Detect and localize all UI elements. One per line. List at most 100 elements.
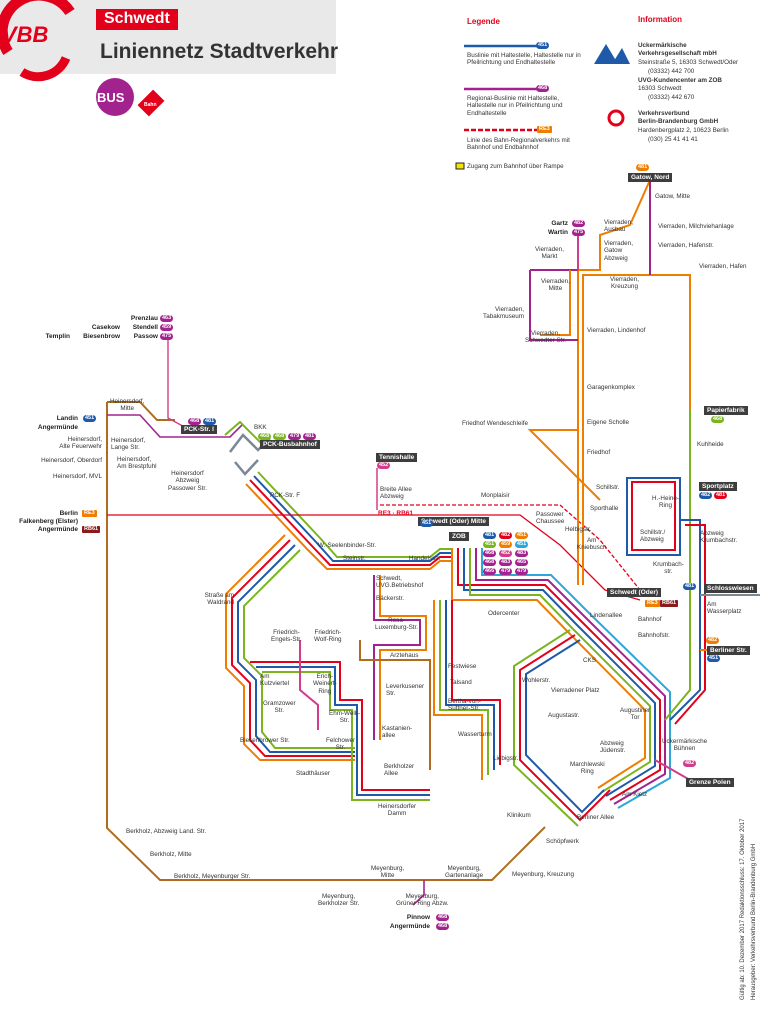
stop-label: Garagenkomplex (587, 384, 635, 391)
line-badge: 451 (83, 415, 97, 422)
stop-label: Berkholz, Abzweig Land. Str. (126, 828, 207, 835)
stop-label: Monplaisir (481, 492, 510, 499)
stop-label: Am Kulzviertel (260, 673, 290, 688)
line-badge: 482 (499, 532, 513, 539)
place-prenzlau: Prenzlau (130, 315, 158, 322)
stop-label: Bertha-von- Suttner-Str. (448, 698, 481, 713)
line-badge: 481 (714, 492, 728, 499)
line-badge: 452 (377, 462, 391, 469)
terminal-schwedt-mitte: Schwedt (Oder) Mitte (418, 517, 490, 526)
route-prenzlau (107, 414, 243, 438)
line-badge: 483 (499, 559, 513, 566)
stop-label: Straße am Waldrand (204, 592, 234, 607)
stop-label: Uckermärkische Bühnen (662, 738, 708, 753)
vbb-logo: VBB (0, 0, 75, 82)
route-pinnow (412, 880, 425, 906)
line-badge: 459 (160, 324, 174, 331)
terminal-zob: ZOB (449, 532, 469, 541)
terminal-pck-busbahnhof: PCK-Busbahnhof (260, 440, 320, 449)
stop-label: Heinersdorf, Oberdorf (41, 457, 102, 464)
line-badge: 481 (636, 164, 650, 171)
stop-label: Gramzower Str. (263, 700, 296, 715)
stop-label: Heinersdorfer Damm (378, 803, 417, 818)
stop-label: Friedrich- Wolf-Ring (314, 629, 342, 644)
place-angermuende-1: Angermünde (37, 424, 78, 431)
cks-loop (513, 629, 611, 827)
stop-label: Felchower Str. (326, 737, 356, 752)
stop-label: Vierraden, Gatow Abzweig (604, 240, 633, 262)
terminal-schwedt-oder: Schwedt (Oder) (607, 588, 662, 597)
line-badge: 481 (303, 433, 317, 440)
page-title: Liniennetz Stadtverkehr (100, 40, 339, 63)
stop-label: Berkholzer Allee (384, 763, 415, 778)
info-uvg-4: (03332) 442 700 (648, 68, 695, 75)
place-biesenbrow: Biesenbrow (83, 333, 120, 340)
south-bundle (433, 600, 501, 780)
terminal-berliner-str: Berliner Str. (707, 646, 750, 655)
stop-label: W.-Seelenbinder-Str. (318, 542, 377, 549)
line-badge: 451 (515, 532, 529, 539)
stop-label: Friedhof (587, 449, 611, 456)
info-uvg-5: UVG-Kundencenter am ZOB (638, 77, 722, 84)
info-vbb-2: Berlin-Brandenburg GmbH (638, 118, 719, 125)
terminal-schlosswiesen: Schlosswiesen (704, 584, 757, 593)
stop-label: CKS (583, 657, 596, 664)
stop-label: Vierraden, Hafenstr. (658, 242, 714, 249)
route-heinersdorf (107, 401, 175, 421)
legend-text-rail: Linie des Bahn-Regionalverkehrs mit Bahn… (467, 137, 570, 152)
info-vbb-4: (030) 25 41 41 41 (648, 136, 698, 143)
bus-icon (96, 78, 134, 116)
stop-label: Meyenburg, Berkholzer Str. (318, 893, 360, 908)
stop-label: Erich- Weinert- Ring (313, 673, 337, 695)
stop-label: Breite Allee Abzweig (380, 486, 412, 501)
stop-label: Stadthäuser (296, 770, 330, 777)
stop-label: Steinstr. (343, 555, 366, 562)
line-badge: 479 (515, 568, 529, 575)
stop-label: Schwedt, UVG.Betriebshof (376, 575, 424, 590)
stop-label: Friedrich- Engels-Str. (271, 629, 302, 644)
stop-label: Augustiner Tor (620, 707, 651, 722)
info-vbb-3: Hardenbergplatz 2, 10623 Berlin (638, 127, 729, 134)
line-badge: 481 (483, 532, 497, 539)
vbb-small-logo (607, 109, 625, 127)
stop-label: Abzweig Krumbachstr. (700, 530, 738, 545)
line-badge: RB61 (660, 600, 679, 607)
stop-label: PCK-Str. F (270, 492, 301, 499)
central-grid (250, 575, 431, 801)
line-badge: 452 (499, 550, 513, 557)
stop-label: Vierraden, Milchviehanlage (658, 223, 734, 230)
info-heading: Information (638, 15, 682, 24)
terminal-grenze-polen: Grenze Polen (686, 778, 734, 787)
stop-label: Meyenburg, Mitte (371, 865, 405, 880)
legend-heading: Legende (467, 17, 500, 26)
terminal-tennishalle: Tennishalle (376, 453, 418, 462)
stop-label: Schillstr. (596, 484, 620, 491)
line-badge: 479 (499, 568, 513, 575)
stop-label: Talsand (450, 679, 472, 686)
stop-label: Vierraden, Lindenhof (587, 327, 646, 334)
line-badge: 451 (483, 541, 497, 548)
place-casekow: Casekow (91, 324, 120, 331)
line-badge: 482 (706, 637, 720, 644)
line-badge: 468 (273, 433, 287, 440)
line-badge: 475 (160, 333, 174, 340)
place-passow: Passow (133, 333, 158, 340)
legend-text-bus: Buslinie mit Haltestelle, Haltestelle nu… (467, 52, 581, 67)
line-badge: 451 (515, 541, 529, 548)
stop-label: Kastanien- allee (382, 725, 413, 740)
legend-badge-regional: 468 (536, 85, 550, 92)
stop-label: Abzweig Jüdenstr. (600, 740, 626, 755)
bahn-icon (137, 89, 165, 117)
rail-label: RE3 · RB61 (378, 510, 414, 517)
route-pck-loop (234, 459, 259, 476)
stop-label: Wasserturm (458, 731, 492, 738)
terminal-papierfabrik: Papierfabrik (704, 406, 748, 415)
line-badge: 468 (483, 559, 497, 566)
stop-label: Marchlewski Ring (570, 761, 605, 776)
line-badge: 468 (436, 923, 450, 930)
line-badge: 468 (188, 418, 202, 425)
uvg-logo (594, 44, 630, 64)
stop-label: Heinersdorf, Am Brestpfuhl (117, 456, 157, 471)
